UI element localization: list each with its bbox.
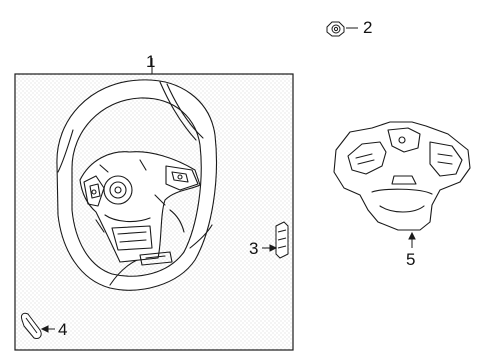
leader-arrow-4 xyxy=(40,325,55,333)
steering-wheel-assembly-icon xyxy=(56,79,217,291)
callout-4: 4 xyxy=(58,320,68,339)
cover-trim-icon xyxy=(21,312,42,339)
callout-2: 2 xyxy=(363,18,373,37)
bracket-clip-icon xyxy=(275,221,289,259)
callout-3: 3 xyxy=(249,239,259,258)
spoke-switch-cover-icon xyxy=(333,121,471,231)
callout-5: 5 xyxy=(406,250,416,269)
leader-arrow-3 xyxy=(262,244,278,252)
leader-arrow-5 xyxy=(408,231,416,248)
callout-1: 1 xyxy=(146,52,156,71)
nut-icon xyxy=(326,21,345,37)
